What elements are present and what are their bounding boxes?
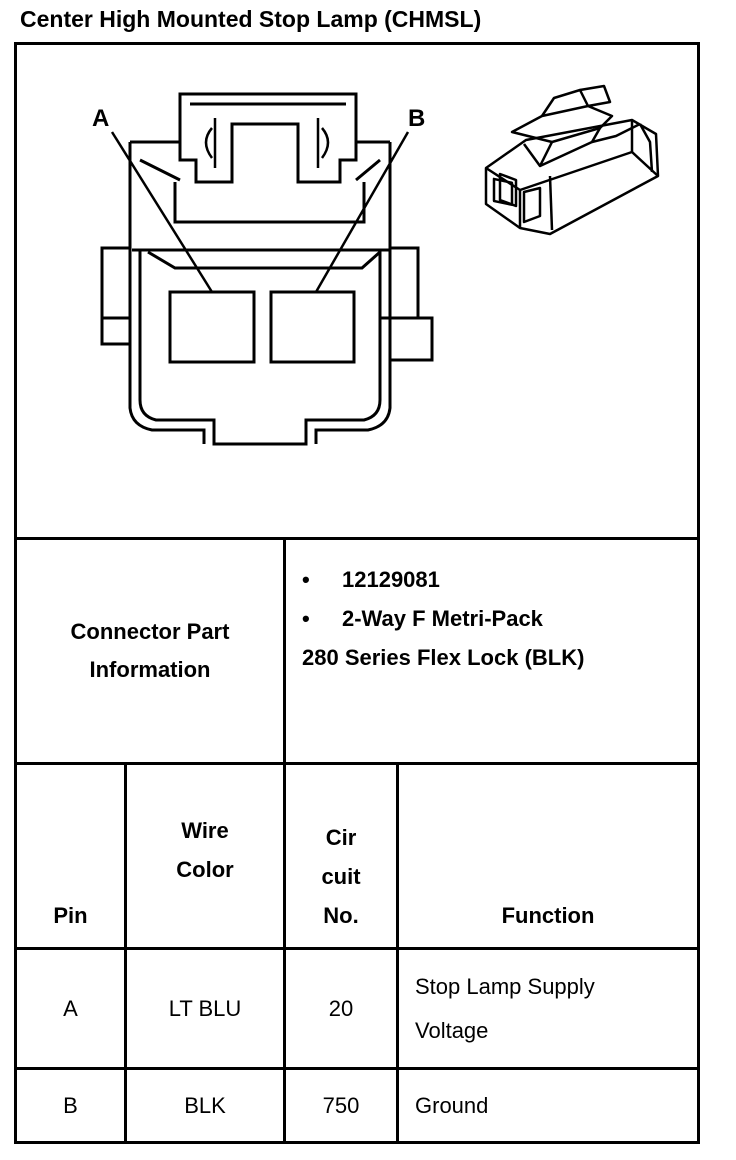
divider-header: [14, 947, 700, 950]
divider-row-a: [14, 1067, 700, 1070]
outer-frame: [14, 42, 700, 1144]
table-row-a-function-line2: Voltage: [415, 1017, 489, 1043]
pin-label-b: B: [408, 105, 425, 132]
table-row-b-pin: B: [63, 1092, 78, 1118]
header-circuit-line3: No.: [323, 903, 359, 928]
connector-face-diagram: A B: [92, 92, 434, 446]
bullet-dot: •: [302, 606, 310, 631]
connector-info-label-line1: Connector Part: [70, 619, 230, 644]
table-row-a-wire-color: LT BLU: [168, 995, 242, 1021]
connector-isometric-diagram: [484, 84, 660, 236]
header-function: Function: [399, 765, 697, 947]
header-wire-color-line2: Color: [176, 857, 234, 882]
header-circuit-line1: Cir: [325, 825, 357, 850]
table-row-a-function-line1: Stop Lamp Supply: [415, 973, 595, 999]
connector-info-label: Connector Part Information: [17, 540, 283, 762]
header-pin-text: Pin: [53, 903, 88, 928]
divider-info: [14, 762, 700, 765]
connector-info-label-line2: Information: [89, 657, 211, 682]
connector-series: 280 Series Flex Lock (BLK): [302, 645, 585, 670]
connector-type: 2-Way F Metri-Pack: [342, 606, 543, 631]
table-row-b-function: Ground: [415, 1092, 489, 1118]
header-wire-color: Wire Color: [127, 765, 283, 947]
header-function-text: Function: [501, 903, 595, 928]
part-number: 12129081: [342, 567, 440, 592]
bullet-dot: •: [302, 567, 310, 592]
header-circuit-line2: cuit: [321, 864, 361, 889]
header-wire-color-line1: Wire: [181, 818, 229, 843]
divider-col-circuit: [396, 762, 399, 1144]
connector-info-details: • 12129081 • 2-Way F Metri-Pack 280 Series…: [302, 560, 584, 677]
bullet-item: • 2-Way F Metri-Pack: [302, 599, 584, 638]
table-row-a-pin: A: [63, 995, 78, 1021]
divider-diagram: [14, 537, 700, 540]
pin-label-a: A: [92, 105, 109, 132]
divider-info-col: [283, 537, 286, 1144]
table-row-b-wire-color: BLK: [184, 1092, 226, 1118]
header-circuit: Cir cuit No.: [286, 765, 396, 947]
header-pin: Pin: [17, 765, 124, 947]
divider-col-pin: [124, 762, 127, 1144]
table-row-a-function: Stop Lamp Supply Voltage: [415, 950, 697, 1067]
page-title: Center High Mounted Stop Lamp (CHMSL): [20, 6, 482, 32]
bullet-item: • 12129081: [302, 560, 584, 599]
table-row-a-circuit: 20: [328, 995, 354, 1021]
table-row-b-circuit: 750: [322, 1092, 360, 1118]
